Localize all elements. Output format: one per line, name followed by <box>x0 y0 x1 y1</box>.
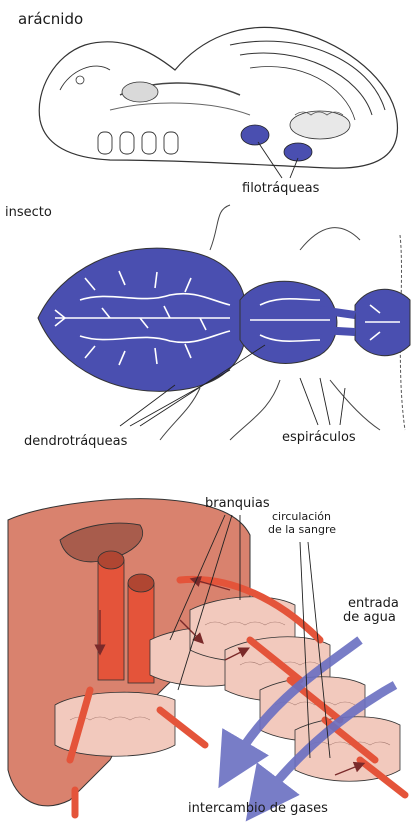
gills-label: branquias <box>205 496 270 511</box>
gas-exchange-label: intercambio de gases <box>188 801 328 816</box>
arachnid-illustration <box>39 27 397 178</box>
spiracles-label: espiráculos <box>282 430 356 445</box>
book-lungs-label: filotráqueas <box>242 181 320 196</box>
arachnid-title: arácnido <box>18 10 83 28</box>
water-label-1: entrada <box>348 596 399 611</box>
circulation-label-2: de la sangre <box>268 523 336 536</box>
circulation-label-1: circulación <box>272 510 331 523</box>
insect-illustration <box>38 205 410 440</box>
insect-title: insecto <box>5 205 52 220</box>
water-label-2: de agua <box>343 610 396 625</box>
tracheae-label: dendrotráqueas <box>24 434 128 449</box>
gill-illustration <box>8 499 405 815</box>
book-lung <box>241 125 269 145</box>
